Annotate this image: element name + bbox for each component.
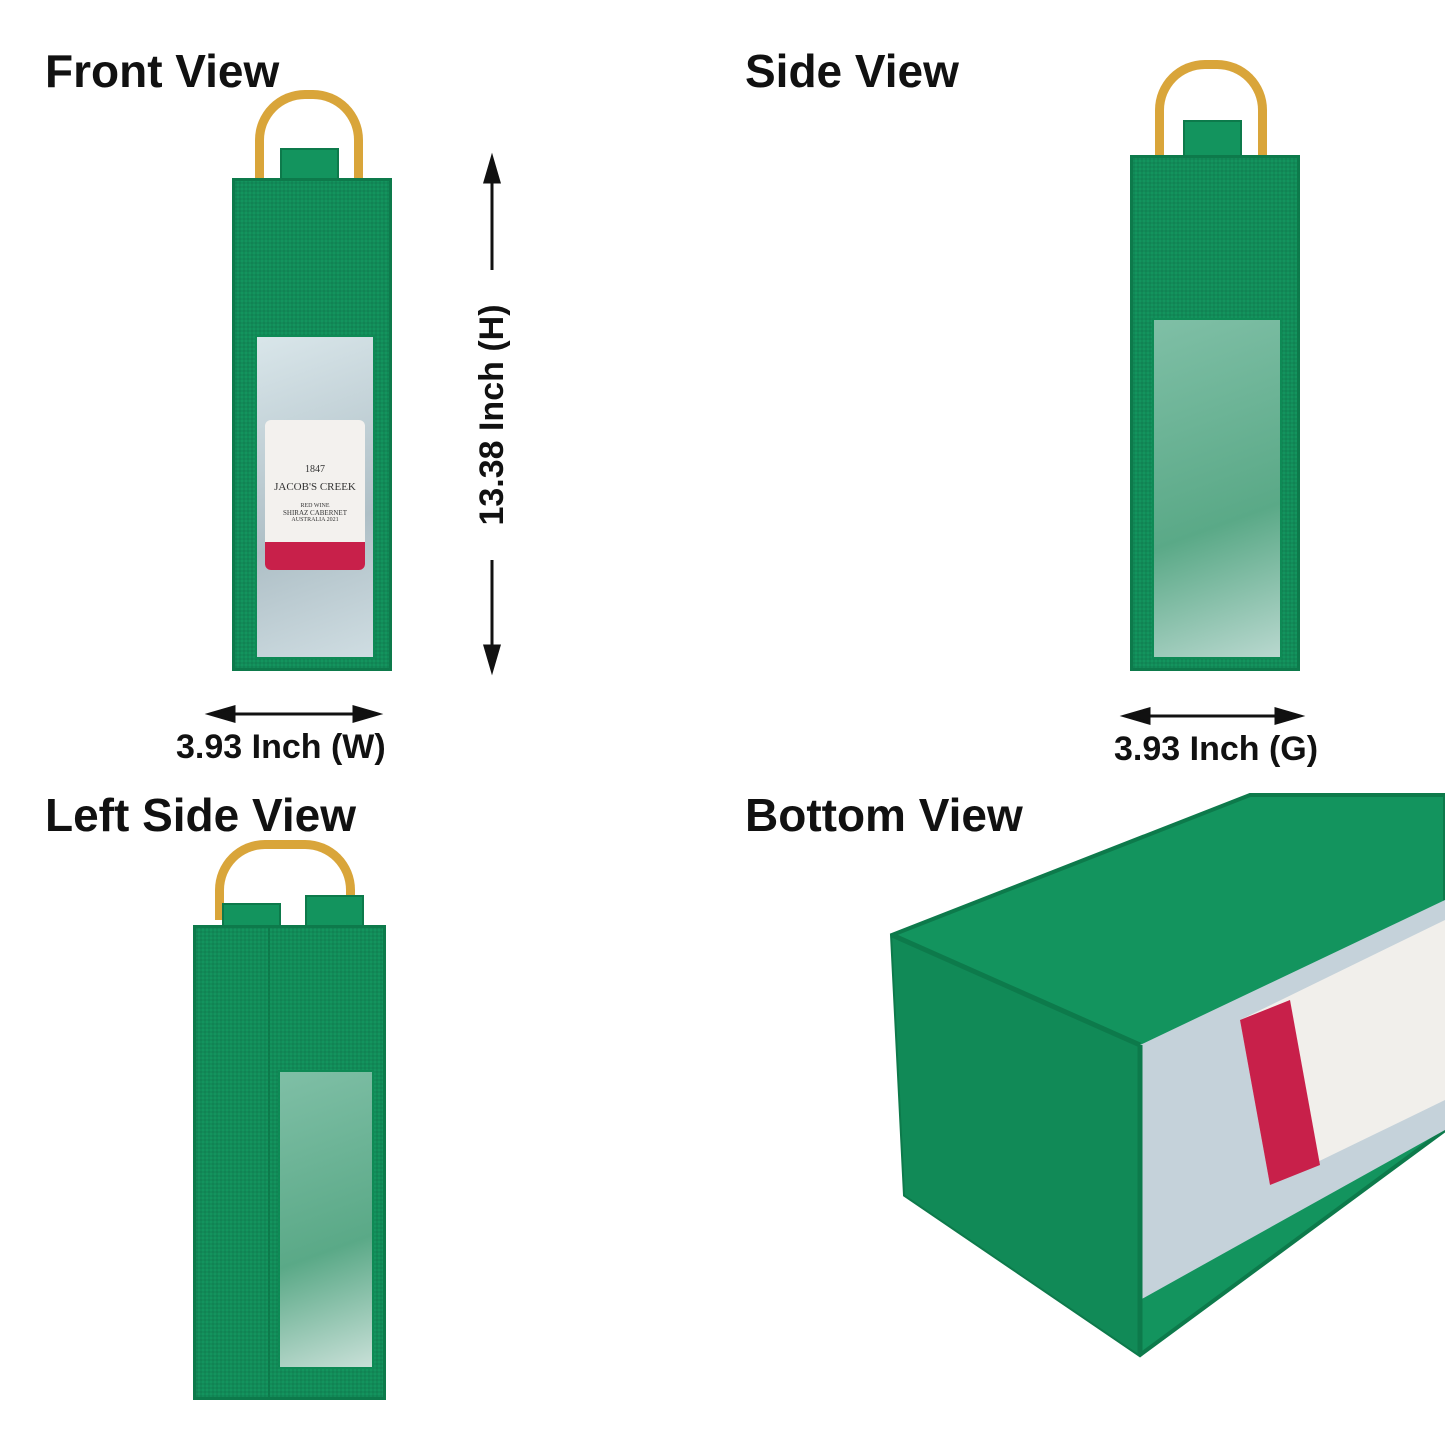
height-arrow — [483, 152, 501, 676]
bottom-view-title: Bottom View — [745, 789, 1023, 841]
front-view-title: Front View — [45, 45, 280, 97]
gusset-arrow — [1119, 707, 1306, 725]
side-view-title: Side View — [745, 45, 959, 97]
bottle-label: 1847 JACOB'S CREEK RED WINE SHIRAZ CABER… — [265, 420, 365, 570]
left-side-view-title: Left Side View — [45, 789, 357, 841]
width-arrow — [204, 705, 384, 723]
width-dimension-label: 3.93 Inch (W) — [176, 728, 386, 766]
height-dimension-label: 13.38 Inch (H) — [473, 304, 511, 526]
gusset-dimension-label: 3.93 Inch (G) — [1114, 730, 1319, 768]
